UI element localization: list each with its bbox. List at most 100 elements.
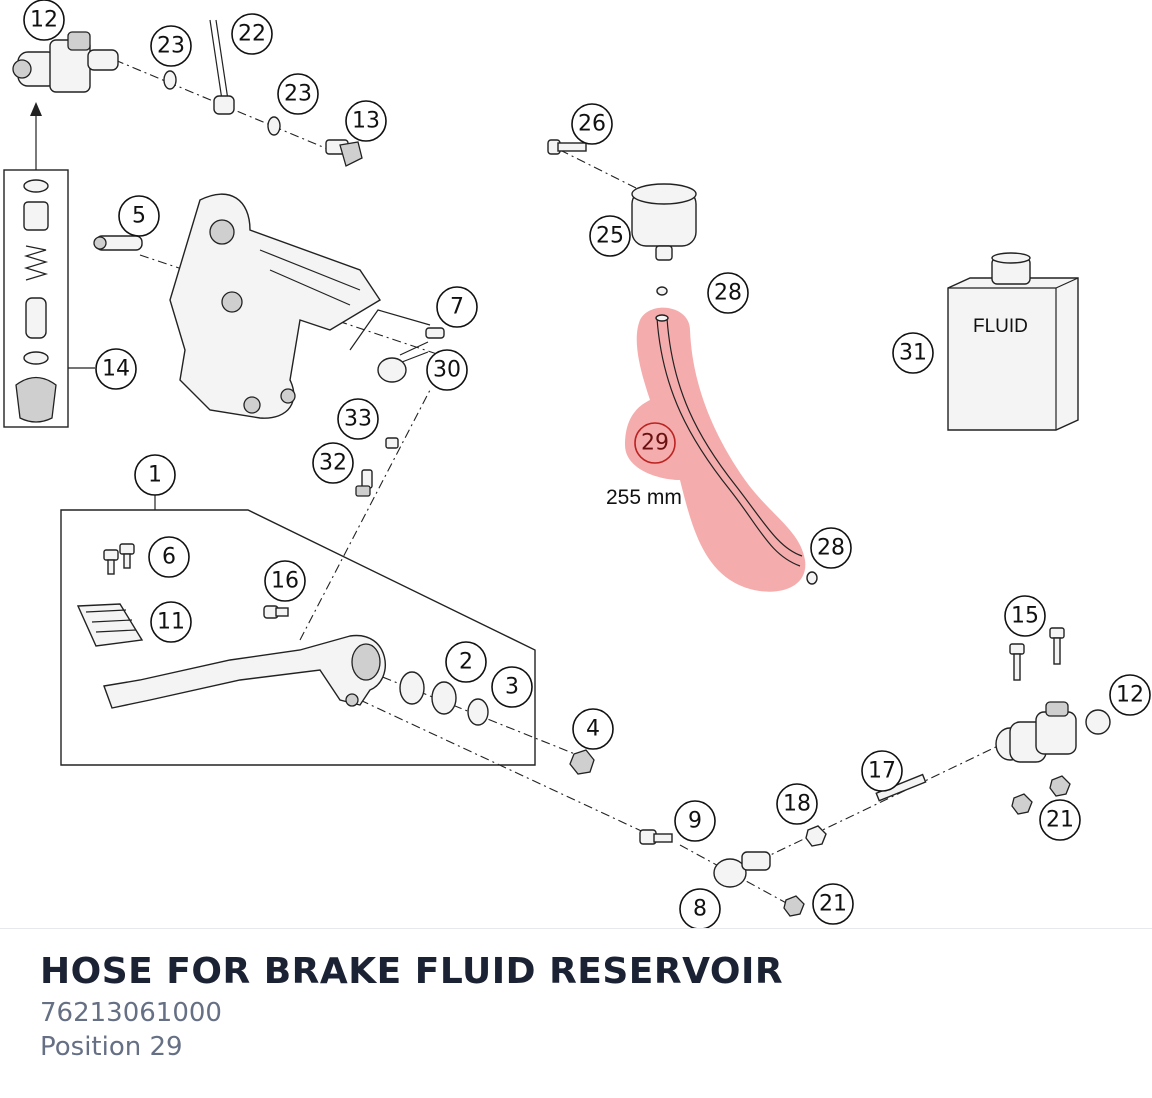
part-number: 76213061000 (40, 998, 222, 1028)
footer-divider (0, 928, 1152, 929)
svg-text:12: 12 (30, 8, 58, 33)
nut-33 (385, 437, 399, 449)
callout-12b[interactable]: 12 (1109, 674, 1151, 716)
svg-text:21: 21 (1046, 808, 1074, 833)
fluid-container (947, 252, 1079, 431)
svg-text:5: 5 (132, 204, 146, 229)
pedal-assembly-frame (60, 495, 536, 766)
push-rod (875, 773, 927, 802)
hose-29-end (655, 314, 669, 322)
callout-8[interactable]: 8 (679, 888, 721, 928)
callout-33[interactable]: 33 (337, 398, 379, 440)
svg-text:29: 29 (641, 431, 669, 456)
svg-text:7: 7 (450, 295, 464, 320)
callout-4[interactable]: 4 (572, 708, 614, 750)
callout-22[interactable]: 22 (231, 13, 273, 55)
callout-14[interactable]: 14 (95, 348, 137, 390)
part-info: HOSE FOR BRAKE FLUID RESERVOIR 762130610… (40, 948, 1120, 1064)
svg-text:23: 23 (157, 34, 185, 59)
bushing-b (431, 681, 457, 715)
callout-17[interactable]: 17 (861, 750, 903, 792)
part-position: Position 29 (40, 1032, 183, 1062)
svg-text:16: 16 (271, 569, 299, 594)
svg-text:28: 28 (817, 536, 845, 561)
callout-6[interactable]: 6 (148, 536, 190, 578)
svg-text:8: 8 (693, 897, 707, 922)
hose-clamp-bottom (806, 571, 818, 585)
screw-16 (263, 605, 289, 619)
svg-text:14: 14 (102, 357, 130, 382)
brake-line (209, 19, 235, 115)
banjo-bolt (325, 139, 363, 167)
spring-clip (377, 341, 429, 383)
callout-28b[interactable]: 28 (810, 527, 852, 569)
callout-12a[interactable]: 12 (23, 0, 65, 41)
callout-3[interactable]: 3 (491, 666, 533, 708)
svg-text:6: 6 (162, 545, 176, 570)
callout-11[interactable]: 11 (150, 601, 192, 643)
callout-23a[interactable]: 23 (150, 25, 192, 67)
pivot-pin (93, 235, 143, 251)
callout-25[interactable]: 25 (589, 215, 631, 257)
bolts-15 (1009, 627, 1065, 681)
reservoir-screw (547, 139, 587, 155)
svg-text:31: 31 (899, 341, 927, 366)
svg-text:25: 25 (596, 224, 624, 249)
pedal-tip (76, 603, 144, 647)
callout-30[interactable]: 30 (426, 349, 468, 391)
svg-text:21: 21 (819, 892, 847, 917)
exploded-parts-diagram: 255 mm FLUID 12 23 22 23 13 5 14 7 30 33… (3, 0, 1151, 928)
callout-13[interactable]: 13 (345, 100, 387, 142)
master-cylinder-top (12, 31, 119, 93)
svg-text:15: 15 (1011, 604, 1039, 629)
svg-text:11: 11 (157, 610, 185, 635)
callout-15[interactable]: 15 (1004, 595, 1046, 637)
hose-highlight (625, 307, 806, 592)
clevis-8 (713, 851, 771, 888)
callout-21b[interactable]: 21 (1039, 799, 1081, 841)
washer-3 (467, 698, 489, 726)
callout-9[interactable]: 9 (674, 800, 716, 842)
svg-text:4: 4 (586, 717, 600, 742)
svg-text:26: 26 (578, 112, 606, 137)
callout-28a[interactable]: 28 (707, 272, 749, 314)
master-cylinder-right (995, 701, 1111, 763)
kit-arrow (30, 102, 42, 170)
callout-23b[interactable]: 23 (277, 73, 319, 115)
callout-21a[interactable]: 21 (812, 883, 854, 925)
svg-text:12: 12 (1116, 683, 1144, 708)
callout-29[interactable]: 29 (634, 422, 676, 464)
hose-29-outline-b (666, 317, 803, 557)
svg-text:17: 17 (868, 759, 896, 784)
brake-pedal (103, 634, 386, 709)
brake-fluid-reservoir (631, 183, 697, 261)
callout-26[interactable]: 26 (571, 103, 613, 145)
callout-31[interactable]: 31 (892, 332, 934, 374)
svg-text:22: 22 (238, 22, 266, 47)
svg-text:32: 32 (319, 451, 347, 476)
pin-9 (639, 829, 673, 845)
repair-kit-box (3, 169, 95, 428)
pedal-bracket (169, 193, 381, 419)
callout-5[interactable]: 5 (118, 195, 160, 237)
callout-16[interactable]: 16 (264, 560, 306, 602)
svg-text:13: 13 (352, 109, 380, 134)
washer-23a (163, 70, 177, 90)
washer-23b (267, 116, 281, 136)
bolt-32 (355, 469, 373, 497)
bolts-6 (103, 543, 135, 575)
callout-7[interactable]: 7 (436, 286, 478, 328)
callout-2[interactable]: 2 (445, 641, 487, 683)
nut-21b-1 (1049, 775, 1071, 797)
bushing-a (399, 671, 425, 705)
svg-text:3: 3 (505, 675, 519, 700)
svg-text:1: 1 (148, 463, 162, 488)
svg-text:2: 2 (459, 650, 473, 675)
callout-32[interactable]: 32 (312, 442, 354, 484)
callout-18[interactable]: 18 (776, 783, 818, 825)
hose-length-label: 255 mm (606, 486, 682, 509)
hose-29-outline-a (656, 317, 801, 567)
callout-1[interactable]: 1 (134, 454, 176, 496)
fluid-label: FLUID (973, 316, 1028, 337)
svg-text:23: 23 (284, 82, 312, 107)
